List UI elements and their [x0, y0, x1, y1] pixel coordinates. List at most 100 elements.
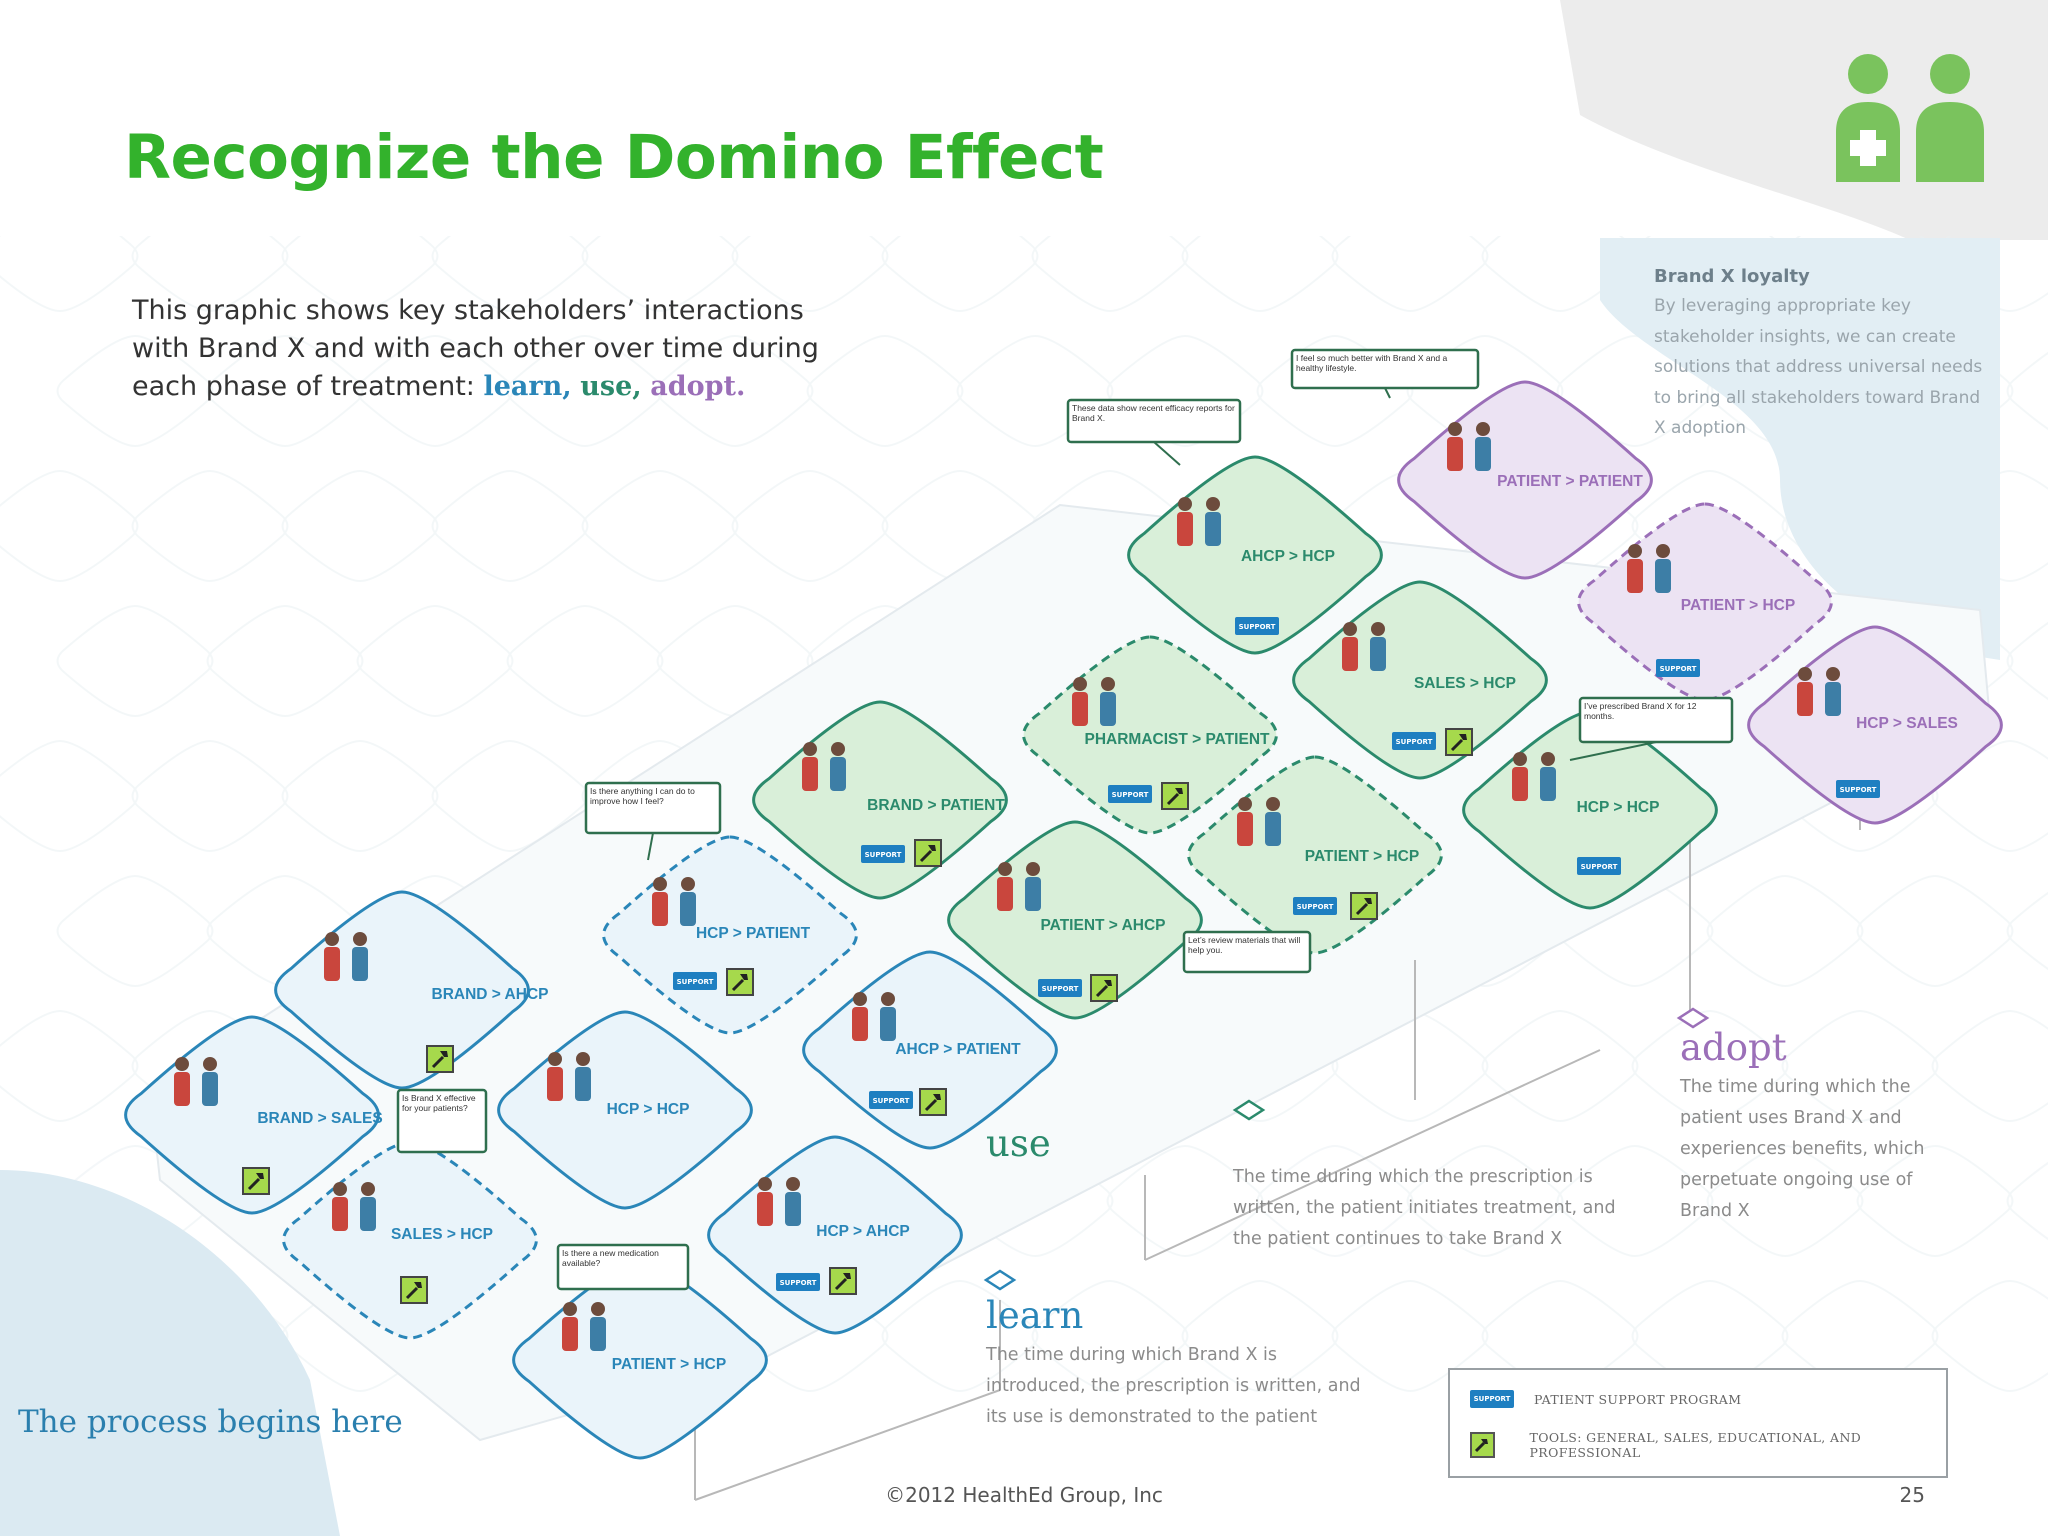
person-figure-icon	[681, 877, 695, 891]
node-tile	[707, 1135, 963, 1335]
node-tile	[1462, 710, 1718, 910]
person-figure-icon	[353, 932, 367, 946]
person-figure-icon	[547, 1067, 563, 1101]
node-label: PATIENT > HCP	[612, 1356, 726, 1373]
phase-diamond-icon	[1232, 1099, 1266, 1121]
node-tile	[1397, 380, 1653, 580]
person-figure-icon	[1026, 862, 1040, 876]
person-figure-icon	[1447, 437, 1463, 471]
node-tile	[124, 1015, 380, 1215]
node-tile	[1292, 580, 1548, 780]
person-figure-icon	[324, 947, 340, 981]
stakeholder-node: BRAND > SALES	[124, 1015, 383, 1215]
stakeholder-node: HCP > HCP	[497, 1010, 753, 1210]
support-badge-label: SUPPORT	[677, 978, 714, 986]
hammer-tool-icon	[1350, 892, 1378, 920]
person-figure-icon	[1540, 767, 1556, 801]
node-tile	[1127, 455, 1383, 655]
intro-text: This graphic shows key stakeholders’ int…	[132, 292, 852, 406]
person-figure-icon	[1627, 559, 1643, 593]
person-figure-icon	[202, 1072, 218, 1106]
person-figure-icon	[1370, 637, 1386, 671]
person-figure-icon	[1100, 692, 1116, 726]
node-label: BRAND > SALES	[257, 1110, 382, 1127]
person-figure-icon	[785, 1192, 801, 1226]
intro-phase-learn: learn,	[483, 371, 572, 402]
node-label: BRAND > PATIENT	[867, 797, 1005, 814]
phase-diamond-icon	[1676, 1007, 1710, 1029]
hammer-tool-icon	[400, 1276, 428, 1304]
person-figure-icon	[757, 1192, 773, 1226]
support-badge-icon	[776, 1273, 820, 1291]
loyalty-title: Brand X loyalty	[1654, 266, 1810, 287]
person-figure-icon	[830, 757, 846, 791]
slide-title: Recognize the Domino Effect	[124, 122, 1104, 193]
person-figure-icon	[548, 1052, 562, 1066]
support-badge-icon: SUPPORT	[1470, 1390, 1514, 1408]
process-start-label: The process begins here	[18, 1404, 403, 1440]
footer-copyright: ©2012 HealthEd Group, Inc	[885, 1483, 1163, 1507]
support-badge-label: SUPPORT	[1581, 863, 1618, 871]
person-figure-icon	[333, 1182, 347, 1196]
hammer-tool-icon	[914, 839, 942, 867]
person-figure-icon	[1628, 544, 1642, 558]
person-figure-icon	[1342, 637, 1358, 671]
person-figure-icon	[1797, 682, 1813, 716]
speech-bubble: I feel so much better with Brand X and a…	[1290, 348, 1480, 399]
node-tile	[802, 950, 1058, 1150]
person-figure-icon	[652, 892, 668, 926]
person-figure-icon	[1448, 422, 1462, 436]
stakeholder-node: PATIENT > HCP	[512, 1260, 768, 1460]
node-label: AHCP > PATIENT	[895, 1041, 1021, 1058]
person-figure-icon	[852, 1007, 868, 1041]
person-figure-icon	[175, 1057, 189, 1071]
support-badge-icon	[673, 972, 717, 990]
person-figure-icon	[758, 1177, 772, 1191]
person-figure-icon	[576, 1052, 590, 1066]
node-label: PATIENT > AHCP	[1040, 917, 1165, 934]
phase-use-description: The time during which the prescription i…	[1233, 1167, 1616, 1249]
node-label: HCP > PATIENT	[696, 925, 811, 942]
speech-bubble-text: Is there anything I can do to improve ho…	[590, 786, 695, 806]
node-tile	[282, 1140, 538, 1340]
phase-learn-title: learn	[986, 1294, 1084, 1337]
person-figure-icon	[352, 947, 368, 981]
speech-bubble: Is there anything I can do to improve ho…	[584, 781, 722, 861]
support-badge-icon	[1235, 617, 1279, 635]
person-figure-icon	[1513, 752, 1527, 766]
node-label: HCP > HCP	[607, 1101, 690, 1118]
person-figure-icon	[880, 1007, 896, 1041]
node-tile	[947, 820, 1203, 1020]
hammer-tool-icon	[1445, 728, 1473, 756]
person-figure-icon	[1266, 797, 1280, 811]
bottom-left-blob	[0, 1170, 340, 1536]
phase-diamond-icon	[983, 1269, 1017, 1291]
person-figure-icon	[1655, 559, 1671, 593]
person-figure-icon	[1343, 622, 1357, 636]
speech-bubble: Let’s review materials that will help yo…	[1182, 930, 1312, 974]
speech-bubble: Is Brand X effective for your patients?	[396, 1088, 488, 1154]
person-figure-icon	[802, 757, 818, 791]
node-tile	[1747, 625, 2003, 825]
intro-phase-adopt: adopt.	[650, 371, 746, 402]
node-label: HCP > AHCP	[816, 1223, 909, 1240]
person-figure-icon	[360, 1197, 376, 1231]
legend-tools-label: TOOLS: GENERAL, SALES, EDUCATIONAL, AND …	[1529, 1430, 1862, 1460]
person-figure-icon	[562, 1317, 578, 1351]
support-badge-icon	[1038, 979, 1082, 997]
hammer-tool-icon	[1090, 974, 1118, 1002]
node-tile	[1187, 755, 1443, 955]
intro-phase-use: use,	[580, 371, 642, 402]
node-tile	[1022, 635, 1278, 835]
person-figure-icon	[1178, 497, 1192, 511]
person-figure-icon	[786, 1177, 800, 1191]
node-tile	[602, 835, 858, 1035]
